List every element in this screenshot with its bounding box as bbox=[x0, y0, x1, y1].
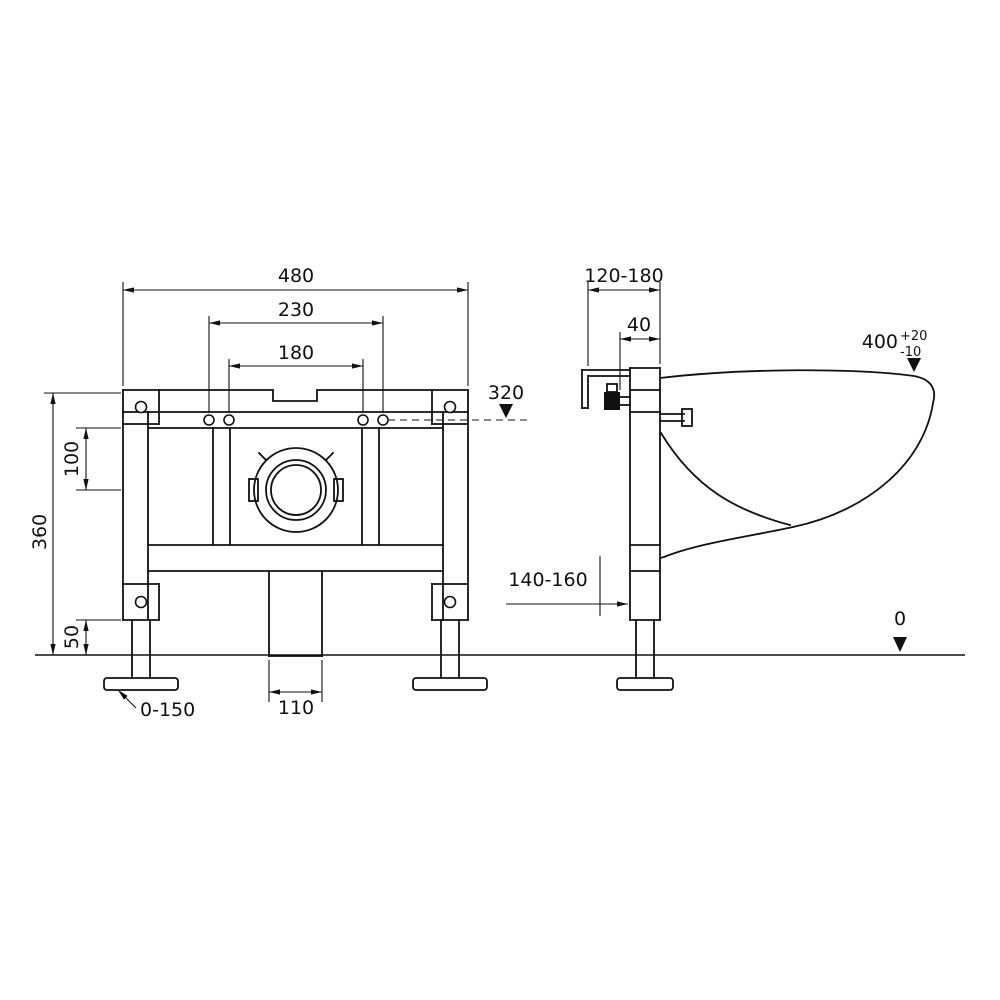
dim-pipe-width: 110 bbox=[268, 660, 323, 719]
side-view: 120-180 40 400 +20 -10 140-160 0 bbox=[506, 265, 936, 691]
corner-bolt-hole bbox=[134, 400, 148, 414]
wall-bracket bbox=[581, 369, 631, 409]
front-hole-span-outer-label: 230 bbox=[278, 299, 314, 321]
front-frame bbox=[122, 389, 469, 621]
side-pipe-offset-label: 140-160 bbox=[508, 569, 587, 591]
mounting-holes bbox=[203, 414, 528, 426]
front-dimensions: 480 230 180 320 360 bbox=[29, 265, 524, 721]
drain-pipe bbox=[268, 570, 323, 657]
side-rim-tol-plus-label: +20 bbox=[900, 329, 927, 344]
side-rim-height-label: 400 bbox=[862, 331, 898, 353]
valve-cap bbox=[606, 383, 618, 393]
front-bottom-gap-label: 50 bbox=[61, 625, 83, 649]
dim-frame-height: 360 bbox=[29, 392, 121, 655]
bowl-outer-profile bbox=[658, 369, 936, 560]
flange-inner-ring bbox=[270, 464, 322, 516]
side-frame bbox=[629, 367, 661, 621]
front-overall-width-label: 480 bbox=[278, 265, 314, 287]
side-plate-depth-label: 40 bbox=[627, 314, 651, 336]
dim-hole-span-outer: 230 bbox=[208, 299, 384, 413]
drain-flange bbox=[248, 447, 344, 533]
corner-bolt-hole bbox=[443, 400, 457, 414]
dim-bottom-gap: 50 bbox=[61, 619, 121, 655]
fixing-hole bbox=[357, 414, 369, 426]
side-depth-range-label: 120-180 bbox=[584, 265, 663, 287]
bolt-nut bbox=[681, 408, 693, 427]
side-foot bbox=[616, 619, 674, 691]
frame-top-edge bbox=[122, 389, 469, 402]
foot-plate-side bbox=[616, 677, 674, 691]
dim-plate-depth: 40 bbox=[619, 314, 660, 390]
dim-overall-width: 480 bbox=[122, 265, 469, 386]
dim-hole-span-inner: 180 bbox=[228, 342, 364, 413]
flange-middle-ring bbox=[265, 459, 327, 521]
side-rim-tol-minus-label: -10 bbox=[900, 345, 921, 360]
dim-floor-level: 0 bbox=[893, 608, 907, 652]
front-pipe-width-label: 110 bbox=[278, 697, 314, 719]
front-axis-height-label: 320 bbox=[488, 382, 524, 404]
flange-clamp-left bbox=[248, 478, 259, 502]
dim-depth-range: 120-180 bbox=[584, 265, 664, 366]
flange-outer-ring bbox=[253, 447, 339, 533]
datum-triangle-rim bbox=[907, 358, 921, 372]
dim-axis-to-flange: 100 bbox=[61, 427, 121, 491]
inlet-valve bbox=[604, 383, 631, 410]
fixing-hole bbox=[223, 414, 235, 426]
fixing-hole bbox=[377, 414, 389, 426]
corner-bolt-hole bbox=[443, 595, 457, 609]
fixing-hole bbox=[203, 414, 215, 426]
datum-triangle-axis bbox=[499, 404, 513, 418]
valve-body bbox=[604, 392, 620, 410]
side-dimensions: 120-180 40 400 +20 -10 140-160 0 bbox=[506, 265, 927, 652]
front-hole-span-inner-label: 180 bbox=[278, 342, 314, 364]
dim-rim-height: 400 +20 -10 bbox=[862, 329, 927, 372]
toilet-bowl-profile bbox=[658, 369, 936, 560]
front-leg-adjust-label: 0-150 bbox=[140, 699, 195, 721]
bowl-inner-profile bbox=[659, 431, 792, 527]
front-view: 480 230 180 320 360 bbox=[29, 265, 528, 721]
flange-clamp-right bbox=[333, 478, 344, 502]
side-floor-level-label: 0 bbox=[894, 608, 906, 630]
foot-plate-left bbox=[103, 677, 179, 691]
dim-leg-adjust: 0-150 bbox=[117, 689, 195, 721]
front-feet bbox=[103, 619, 488, 691]
front-axis-to-flange-label: 100 bbox=[61, 441, 83, 477]
mounting-bolt bbox=[659, 408, 693, 427]
dim-pipe-offset: 140-160 bbox=[506, 556, 628, 616]
datum-triangle-floor bbox=[893, 637, 907, 652]
front-frame-height-label: 360 bbox=[29, 514, 51, 550]
foot-plate-right bbox=[412, 677, 488, 691]
dim-axis-height: 320 bbox=[488, 382, 524, 418]
corner-bolt-hole bbox=[134, 595, 148, 609]
